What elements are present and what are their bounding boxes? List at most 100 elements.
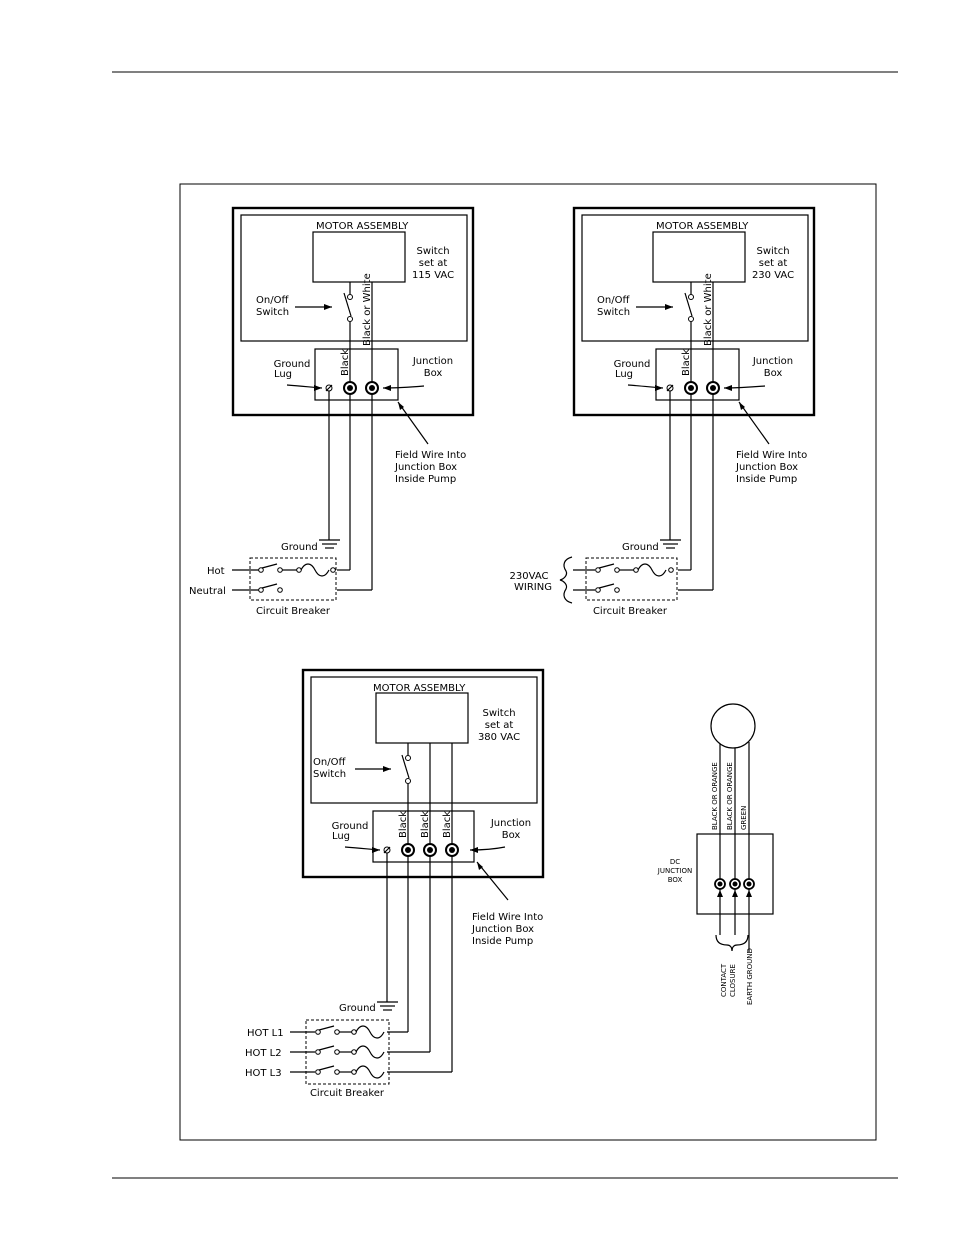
junction-box-label-1: Junction: [490, 818, 531, 829]
diagram-230vac: MOTOR ASSEMBLY Switch set at 230 VAC On/…: [510, 206, 816, 617]
field-wire-2: Junction Box: [394, 462, 457, 473]
field-wire-1: Field Wire Into: [736, 450, 807, 461]
onoff-label-1: On/Off: [313, 757, 346, 768]
wiring-label-2: WIRING: [514, 582, 552, 593]
ground-lug-1: Ground: [614, 359, 651, 370]
dc-bottom-2: CLOSURE: [729, 964, 737, 997]
switch-note-1: Switch: [756, 246, 789, 257]
switch-note-3: 380 VAC: [478, 732, 520, 743]
pump-outline: [572, 206, 816, 417]
ground-lug-2: Lug: [615, 369, 633, 380]
motor-assembly-label: MOTOR ASSEMBLY: [373, 683, 466, 694]
wire-label-1: Black: [398, 811, 409, 838]
field-wire-3: Inside Pump: [472, 936, 533, 947]
dc-wire-2: BLACK OR ORANGE: [726, 762, 734, 830]
pump-outline: [231, 206, 475, 417]
junction-box-label-2: Box: [764, 368, 783, 379]
line-neutral: Neutral: [189, 586, 226, 597]
ground-label: Ground: [622, 542, 659, 553]
motor-box: [312, 231, 406, 283]
wiring-label-1: 230VAC: [510, 571, 549, 582]
wire-label-3: Black: [442, 811, 453, 838]
switch-contact-bottom: [688, 316, 694, 322]
onoff-label-2: Switch: [597, 307, 630, 318]
switch-note-3: 115 VAC: [412, 270, 454, 281]
switch-note-2: set at: [485, 720, 514, 731]
junction-box: [372, 810, 475, 863]
switch-note-1: Switch: [482, 708, 515, 719]
ground-lug-2: Lug: [332, 831, 350, 842]
switch-blade: [401, 754, 410, 779]
breaker-label: Circuit Breaker: [593, 606, 668, 617]
diagram-115vac: MOTOR ASSEMBLY Switch set at 115 VAC On/…: [189, 206, 475, 617]
switch-note-2: set at: [419, 258, 448, 269]
dc-box-label-1: DC: [670, 858, 680, 866]
onoff-label-2: Switch: [313, 769, 346, 780]
breaker-label: Circuit Breaker: [310, 1088, 385, 1099]
wire-label-2: Black: [420, 811, 431, 838]
junction-box: [314, 348, 399, 401]
field-wire-1: Field Wire Into: [472, 912, 543, 923]
ground-lug-2: Lug: [274, 369, 292, 380]
dc-wire-3: GREEN: [740, 806, 748, 830]
ground-label: Ground: [339, 1003, 376, 1014]
onoff-label-1: On/Off: [597, 295, 630, 306]
switch-blade: [343, 292, 352, 317]
field-wire-2: Junction Box: [735, 462, 798, 473]
dc-bottom-1: CONTACT: [720, 963, 728, 997]
ground-lug-1: Ground: [332, 821, 369, 832]
figure-frame: [179, 183, 877, 1141]
field-wire-2: Junction Box: [471, 924, 534, 935]
junction-box-label-1: Junction: [752, 356, 793, 367]
ground-label: Ground: [281, 542, 318, 553]
diagram-380vac: MOTOR ASSEMBLY Switch set at 380 VAC On/…: [245, 668, 545, 1099]
wire-label-2: Black or White: [362, 273, 373, 346]
field-wire-1: Field Wire Into: [395, 450, 466, 461]
dc-bottom-3: EARTH GROUND: [746, 948, 754, 1005]
contact-closure-brace: [715, 934, 749, 952]
switch-contact-top: [405, 755, 411, 761]
breaker-label: Circuit Breaker: [256, 606, 331, 617]
motor-assembly-box: [240, 214, 468, 342]
field-wire-3: Inside Pump: [736, 474, 797, 485]
switch-contact-bottom: [405, 778, 411, 784]
motor-box: [652, 231, 746, 283]
motor-assembly-label: MOTOR ASSEMBLY: [656, 221, 749, 232]
switch-blade: [684, 292, 693, 317]
wire-label-1: Black: [681, 349, 692, 376]
diagram-dc-junction: BLACK OR ORANGE BLACK OR ORANGE GREEN DC…: [657, 703, 774, 1005]
line-l3: HOT L3: [245, 1068, 282, 1079]
switch-contact-bottom: [347, 316, 353, 322]
dc-box-label-3: BOX: [668, 876, 683, 884]
motor-assembly-label: MOTOR ASSEMBLY: [316, 221, 409, 232]
line-l1: HOT L1: [247, 1028, 284, 1039]
circuit-breaker: [249, 557, 337, 601]
pump-outline: [301, 668, 545, 879]
onoff-label-2: Switch: [256, 307, 289, 318]
dc-motor-circle: [710, 703, 756, 749]
junction-box-label-2: Box: [502, 830, 521, 841]
wire-label-2: Black or White: [703, 273, 714, 346]
wiring-brace: [559, 556, 573, 604]
circuit-breaker: [585, 557, 678, 601]
switch-note-3: 230 VAC: [752, 270, 794, 281]
junction-box-label-2: Box: [424, 368, 443, 379]
switch-contact-top: [688, 294, 694, 300]
dc-wire-1: BLACK OR ORANGE: [711, 762, 719, 830]
line-hot: Hot: [207, 566, 225, 577]
motor-assembly-box: [310, 676, 538, 804]
onoff-label-1: On/Off: [256, 295, 289, 306]
switch-contact-top: [347, 294, 353, 300]
motor-box: [375, 692, 469, 744]
switch-note-1: Switch: [416, 246, 449, 257]
junction-box-label-1: Junction: [412, 356, 453, 367]
dc-box-label-2: JUNCTION: [657, 867, 692, 875]
switch-note-2: set at: [759, 258, 788, 269]
field-wire-3: Inside Pump: [395, 474, 456, 485]
motor-assembly-box: [581, 214, 809, 342]
junction-box: [655, 348, 740, 401]
ground-lug-1: Ground: [274, 359, 311, 370]
wire-label-1: Black: [340, 349, 351, 376]
line-l2: HOT L2: [245, 1048, 282, 1059]
